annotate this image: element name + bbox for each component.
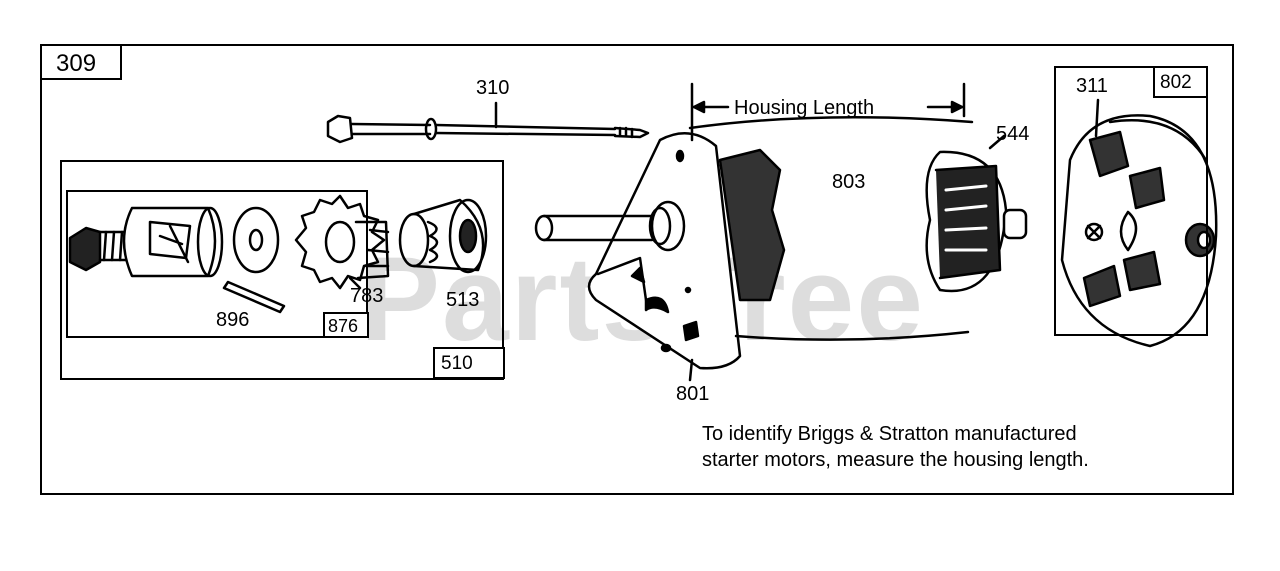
housing-803 (688, 115, 1028, 341)
housing-length-label: Housing Length (734, 97, 875, 119)
end-cap-801 (534, 132, 786, 370)
clutch-kit-group (66, 190, 368, 338)
clutch-housing (122, 206, 224, 278)
callout-510: 510 (433, 347, 505, 379)
callout-896: 896 (216, 309, 250, 331)
note-line-1: To identify Briggs & Stratton manufactur… (702, 423, 1077, 445)
callout-802: 802 (1153, 66, 1208, 98)
through-bolt-310 (326, 101, 650, 144)
callout-876: 876 (323, 312, 369, 338)
callout-544: 544 (996, 123, 1030, 145)
leader-783 (348, 276, 362, 290)
callout-801: 801 (676, 383, 710, 405)
drive-nut (68, 226, 134, 272)
callout-310: 310 (476, 77, 510, 99)
diagram-frame (40, 44, 1234, 495)
note-line-2: starter motors, measure the housing leng… (702, 449, 1089, 471)
drive-assembly-group (60, 160, 504, 380)
housing-length-dimension (690, 82, 1006, 150)
drive-spring-513 (398, 198, 488, 274)
end-plate-group (1054, 66, 1208, 336)
callout-513: 513 (446, 289, 480, 311)
key-896 (222, 280, 286, 314)
identification-note: To identify Briggs & Stratton manufactur… (702, 421, 1089, 473)
assembly-tag-309: 309 (40, 44, 122, 80)
callout-783: 783 (350, 285, 384, 307)
callout-311: 311 (1076, 75, 1108, 97)
callout-803: 803 (832, 171, 866, 193)
pinion-gear-783 (294, 194, 390, 290)
washer (232, 206, 280, 274)
leader-801 (688, 358, 694, 382)
